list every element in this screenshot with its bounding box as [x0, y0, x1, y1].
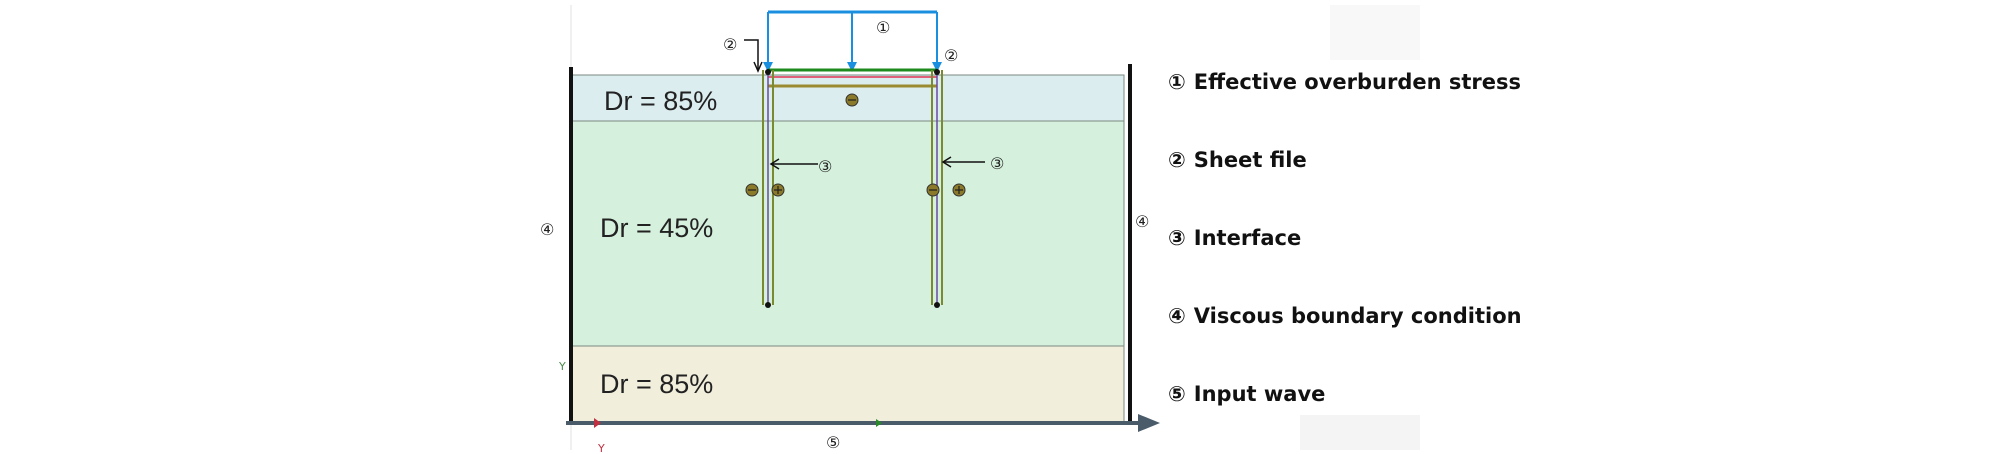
legend-item-input-wave: ⑤ Input wave — [1168, 382, 1325, 406]
axis-tick-green — [876, 419, 882, 427]
layer-label-middle: Dr = 45% — [600, 213, 713, 243]
layer-middle — [570, 120, 1125, 347]
legend-marker: ② — [1168, 148, 1186, 172]
legend-marker: ④ — [1168, 304, 1186, 328]
legend-text: Interface — [1193, 226, 1302, 250]
marker-three-left: ③ — [818, 157, 832, 176]
axis-label-x: Y — [597, 442, 605, 454]
marker-four-right: ④ — [1135, 212, 1149, 231]
callout-arrow-interface-left — [769, 158, 818, 170]
layer-label-top: Dr = 85% — [604, 86, 717, 116]
callout-arrow-sheet-left — [744, 39, 763, 73]
legend-item-overburden: ① Effective overburden stress — [1168, 70, 1521, 94]
marker-two-left: ② — [723, 35, 737, 54]
legend-text: Input wave — [1193, 382, 1326, 406]
marker-five: ⑤ — [826, 433, 840, 452]
legend-marker: ③ — [1168, 226, 1186, 250]
input-wave-arrow-head — [1138, 414, 1160, 432]
interface-symbols-left — [745, 183, 785, 197]
marker-four-left: ④ — [540, 220, 554, 239]
axis-tick-red — [594, 418, 601, 428]
legend-text: Viscous boundary condition — [1193, 304, 1522, 328]
marker-one: ① — [876, 18, 890, 37]
legend-item-interface: ③ Interface — [1168, 226, 1301, 250]
legend-marker: ⑤ — [1168, 382, 1186, 406]
marker-three-right: ③ — [990, 154, 1004, 173]
axis-label-y: Y — [558, 360, 566, 373]
legend-text: Effective overburden stress — [1193, 70, 1522, 94]
legend-marker: ① — [1168, 70, 1186, 94]
decor-fade-bottom — [1300, 415, 1420, 450]
decor-fade-top — [1330, 5, 1420, 60]
legend-item-viscous: ④ Viscous boundary condition — [1168, 304, 1522, 328]
layer-label-bottom: Dr = 85% — [600, 369, 713, 399]
interface-symbols-right — [926, 183, 966, 197]
marker-two-right: ② — [944, 46, 958, 65]
legend-text: Sheet file — [1193, 148, 1307, 172]
legend-item-sheet: ② Sheet file — [1168, 148, 1307, 172]
callout-arrow-interface-right — [941, 156, 985, 168]
overburden-stress-arrows — [763, 10, 942, 72]
